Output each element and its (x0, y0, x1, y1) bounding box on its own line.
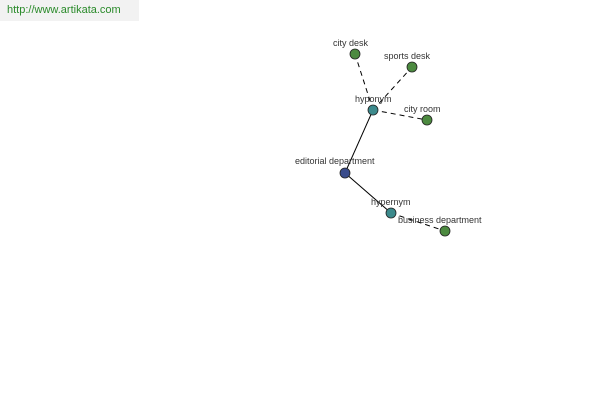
node-city-room[interactable] (421, 114, 433, 126)
label-business-department: business department (398, 215, 482, 225)
node-hypernym[interactable] (385, 207, 397, 219)
node-city-desk[interactable] (349, 48, 361, 60)
label-hypernym: hypernym (371, 197, 411, 207)
nodes-layer (339, 48, 451, 237)
site-url-watermark[interactable]: http://www.artikata.com (0, 0, 139, 21)
node-business-department[interactable] (439, 225, 451, 237)
edge-hypernym-to-business (390, 212, 446, 232)
label-sports-desk: sports desk (384, 51, 431, 61)
edge-hyponym-to-city-room (372, 109, 428, 121)
edge-editorial-to-hypernym (344, 172, 392, 214)
label-hyponym: hyponym (355, 94, 392, 104)
label-city-room: city room (404, 104, 441, 114)
edge-editorial-to-hyponym (344, 109, 374, 174)
label-editorial-department: editorial department (295, 156, 375, 166)
edges-layer (344, 53, 446, 232)
node-editorial-department[interactable] (339, 167, 351, 179)
labels-layer: editorial department hyponym hypernym ci… (295, 38, 482, 225)
node-hyponym[interactable] (367, 104, 379, 116)
node-sports-desk[interactable] (406, 61, 418, 73)
edge-hyponym-to-sports-desk (372, 66, 413, 111)
label-city-desk: city desk (333, 38, 369, 48)
edge-hyponym-to-city-desk (354, 53, 374, 111)
